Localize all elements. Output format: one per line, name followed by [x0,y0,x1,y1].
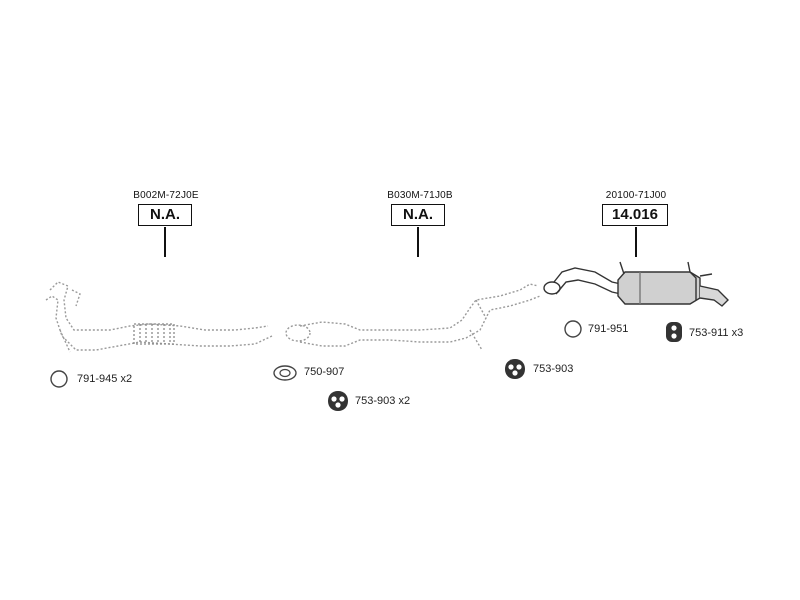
middle-pipe-outline [285,283,541,351]
front-pipe-outline [45,281,273,353]
section-code: B002M-72J0E [133,190,199,201]
part-qty: x2 [120,373,133,385]
section-status-box[interactable]: 14.016 [602,204,668,226]
part-label[interactable]: 791-945 x2 [77,373,132,385]
part-number: 753-903 [355,395,396,407]
ring-icon[interactable] [48,368,70,390]
rear-silencer[interactable] [543,261,729,307]
section-pointer [164,227,166,257]
part-label[interactable]: 753-911 x3 [689,327,743,339]
ring-icon[interactable] [562,318,584,340]
part-number: 791-945 [77,373,118,385]
section-pointer [635,227,637,257]
section-status-box[interactable]: N.A. [138,204,192,226]
hanger-block-icon[interactable] [664,320,684,344]
rubber-hanger-icon[interactable] [503,357,527,381]
part-qty: x3 [731,327,744,339]
gasket-icon[interactable] [272,364,298,382]
part-label[interactable]: 750-907 [304,366,344,378]
section-code: B030M-71J0B [387,190,453,201]
part-label[interactable]: 753-903 [533,363,573,375]
rubber-hanger-icon[interactable] [326,389,350,413]
part-qty: x2 [398,395,411,407]
part-number: 753-911 [689,327,729,339]
part-label[interactable]: 753-903 x2 [355,395,410,407]
section-pointer [417,227,419,257]
part-number: 791-951 [588,323,629,335]
section-status-box[interactable]: N.A. [391,204,445,226]
part-label[interactable]: 791-951 [588,323,628,335]
part-number: 753-903 [533,363,574,375]
section-code: 20100-71J00 [605,190,667,201]
front-pipe-flex-section [133,323,175,345]
part-number: 750-907 [304,366,345,378]
